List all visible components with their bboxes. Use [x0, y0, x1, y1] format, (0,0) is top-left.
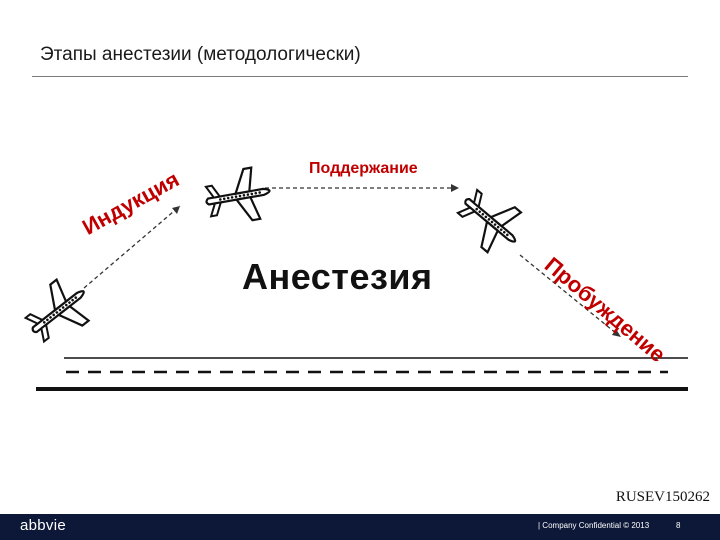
abbvie-logo: abbvie [20, 517, 67, 534]
anesthesia-label: Анестезия [242, 256, 433, 297]
slide-title: Этапы анестезии (методологически) [40, 44, 361, 65]
airplane-icon [16, 269, 101, 353]
airplane-icon [200, 164, 276, 229]
induction-arrowhead [172, 206, 180, 214]
title-divider [32, 76, 688, 77]
induction-path [83, 205, 181, 289]
confidential-notice: | Company Confidential © 2013 [538, 521, 650, 530]
page-number: 8 [676, 521, 681, 530]
awakening-arrowhead [612, 329, 621, 337]
maintenance-arrowhead [451, 184, 459, 192]
footer-bar: abbvie | Company Confidential © 2013 8 [0, 514, 720, 540]
airplane-icon [448, 179, 533, 263]
document-code: RUSEV150262 [615, 489, 710, 505]
maintenance-label: Поддержание [309, 160, 418, 177]
